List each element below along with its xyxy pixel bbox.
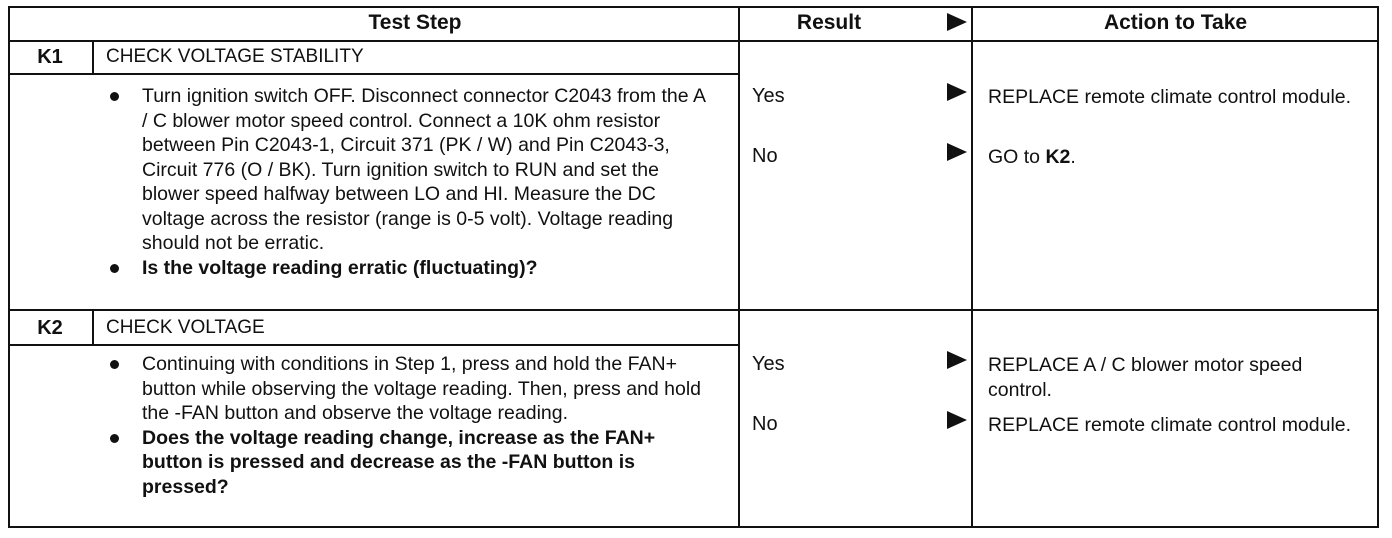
header-test-step: Test Step [368,11,462,34]
result-arrow-icon [947,411,967,429]
table-border-left [8,6,10,528]
table-border-right [1377,6,1379,528]
question-text: Does the voltage reading change, increas… [142,426,656,498]
instruction-item: Turn ignition switch OFF. Disconnect con… [100,84,710,256]
question-item: Does the voltage reading change, increas… [100,426,710,500]
step-title: CHECK VOLTAGE [106,317,265,338]
k1-id-divider [92,40,94,74]
bullet-icon [110,360,119,369]
result-arrow-icon [947,143,967,161]
result-no: No [752,413,778,435]
header-action: Action to Take [1103,11,1248,34]
header-divider [8,40,1379,42]
step-id: K1 [37,45,63,68]
result-no: No [752,145,778,167]
instruction-text: Turn ignition switch OFF. Disconnect con… [142,85,705,254]
step-title: CHECK VOLTAGE STABILITY [106,46,364,67]
result-arrow-icon [947,83,967,101]
bullet-icon [110,263,119,273]
k2-id-divider [92,309,94,345]
result-yes: Yes [752,85,785,107]
action-text: REPLACE remote climate control module. [988,86,1352,108]
action-prefix: GO to [988,146,1046,168]
table-border-top [8,6,1379,8]
action-text: REPLACE A / C blower motor speed control… [988,354,1303,401]
table-border-bottom [8,526,1379,528]
bullet-icon [110,433,119,443]
action-suffix: . [1070,146,1076,168]
header-arrow-icon [947,13,967,31]
k2-title-underline [8,344,739,346]
question-item: Is the voltage reading erratic (fluctuat… [100,256,710,281]
instruction-text: Continuing with conditions in Step 1, pr… [142,353,702,424]
action-step-ref: K2 [1045,146,1071,168]
question-text: Is the voltage reading erratic (fluctuat… [142,256,538,279]
result-yes: Yes [752,353,785,375]
row-divider [8,309,1379,311]
diagnostic-table: Test Step Result Action to Take K1 CHECK… [8,6,1379,528]
step-id: K2 [37,316,63,339]
action-text: REPLACE remote climate control module. [988,414,1352,436]
step-instructions: Continuing with conditions in Step 1, pr… [100,352,710,499]
header-result: Result [796,11,862,34]
column-divider-action [971,6,973,528]
action-text: GO to K2. [988,145,1368,170]
column-divider-result [738,6,740,528]
bullet-icon [110,92,119,101]
instruction-item: Continuing with conditions in Step 1, pr… [100,352,710,426]
result-arrow-icon [947,351,967,369]
k1-title-underline [8,73,739,75]
step-instructions: Turn ignition switch OFF. Disconnect con… [100,84,710,280]
